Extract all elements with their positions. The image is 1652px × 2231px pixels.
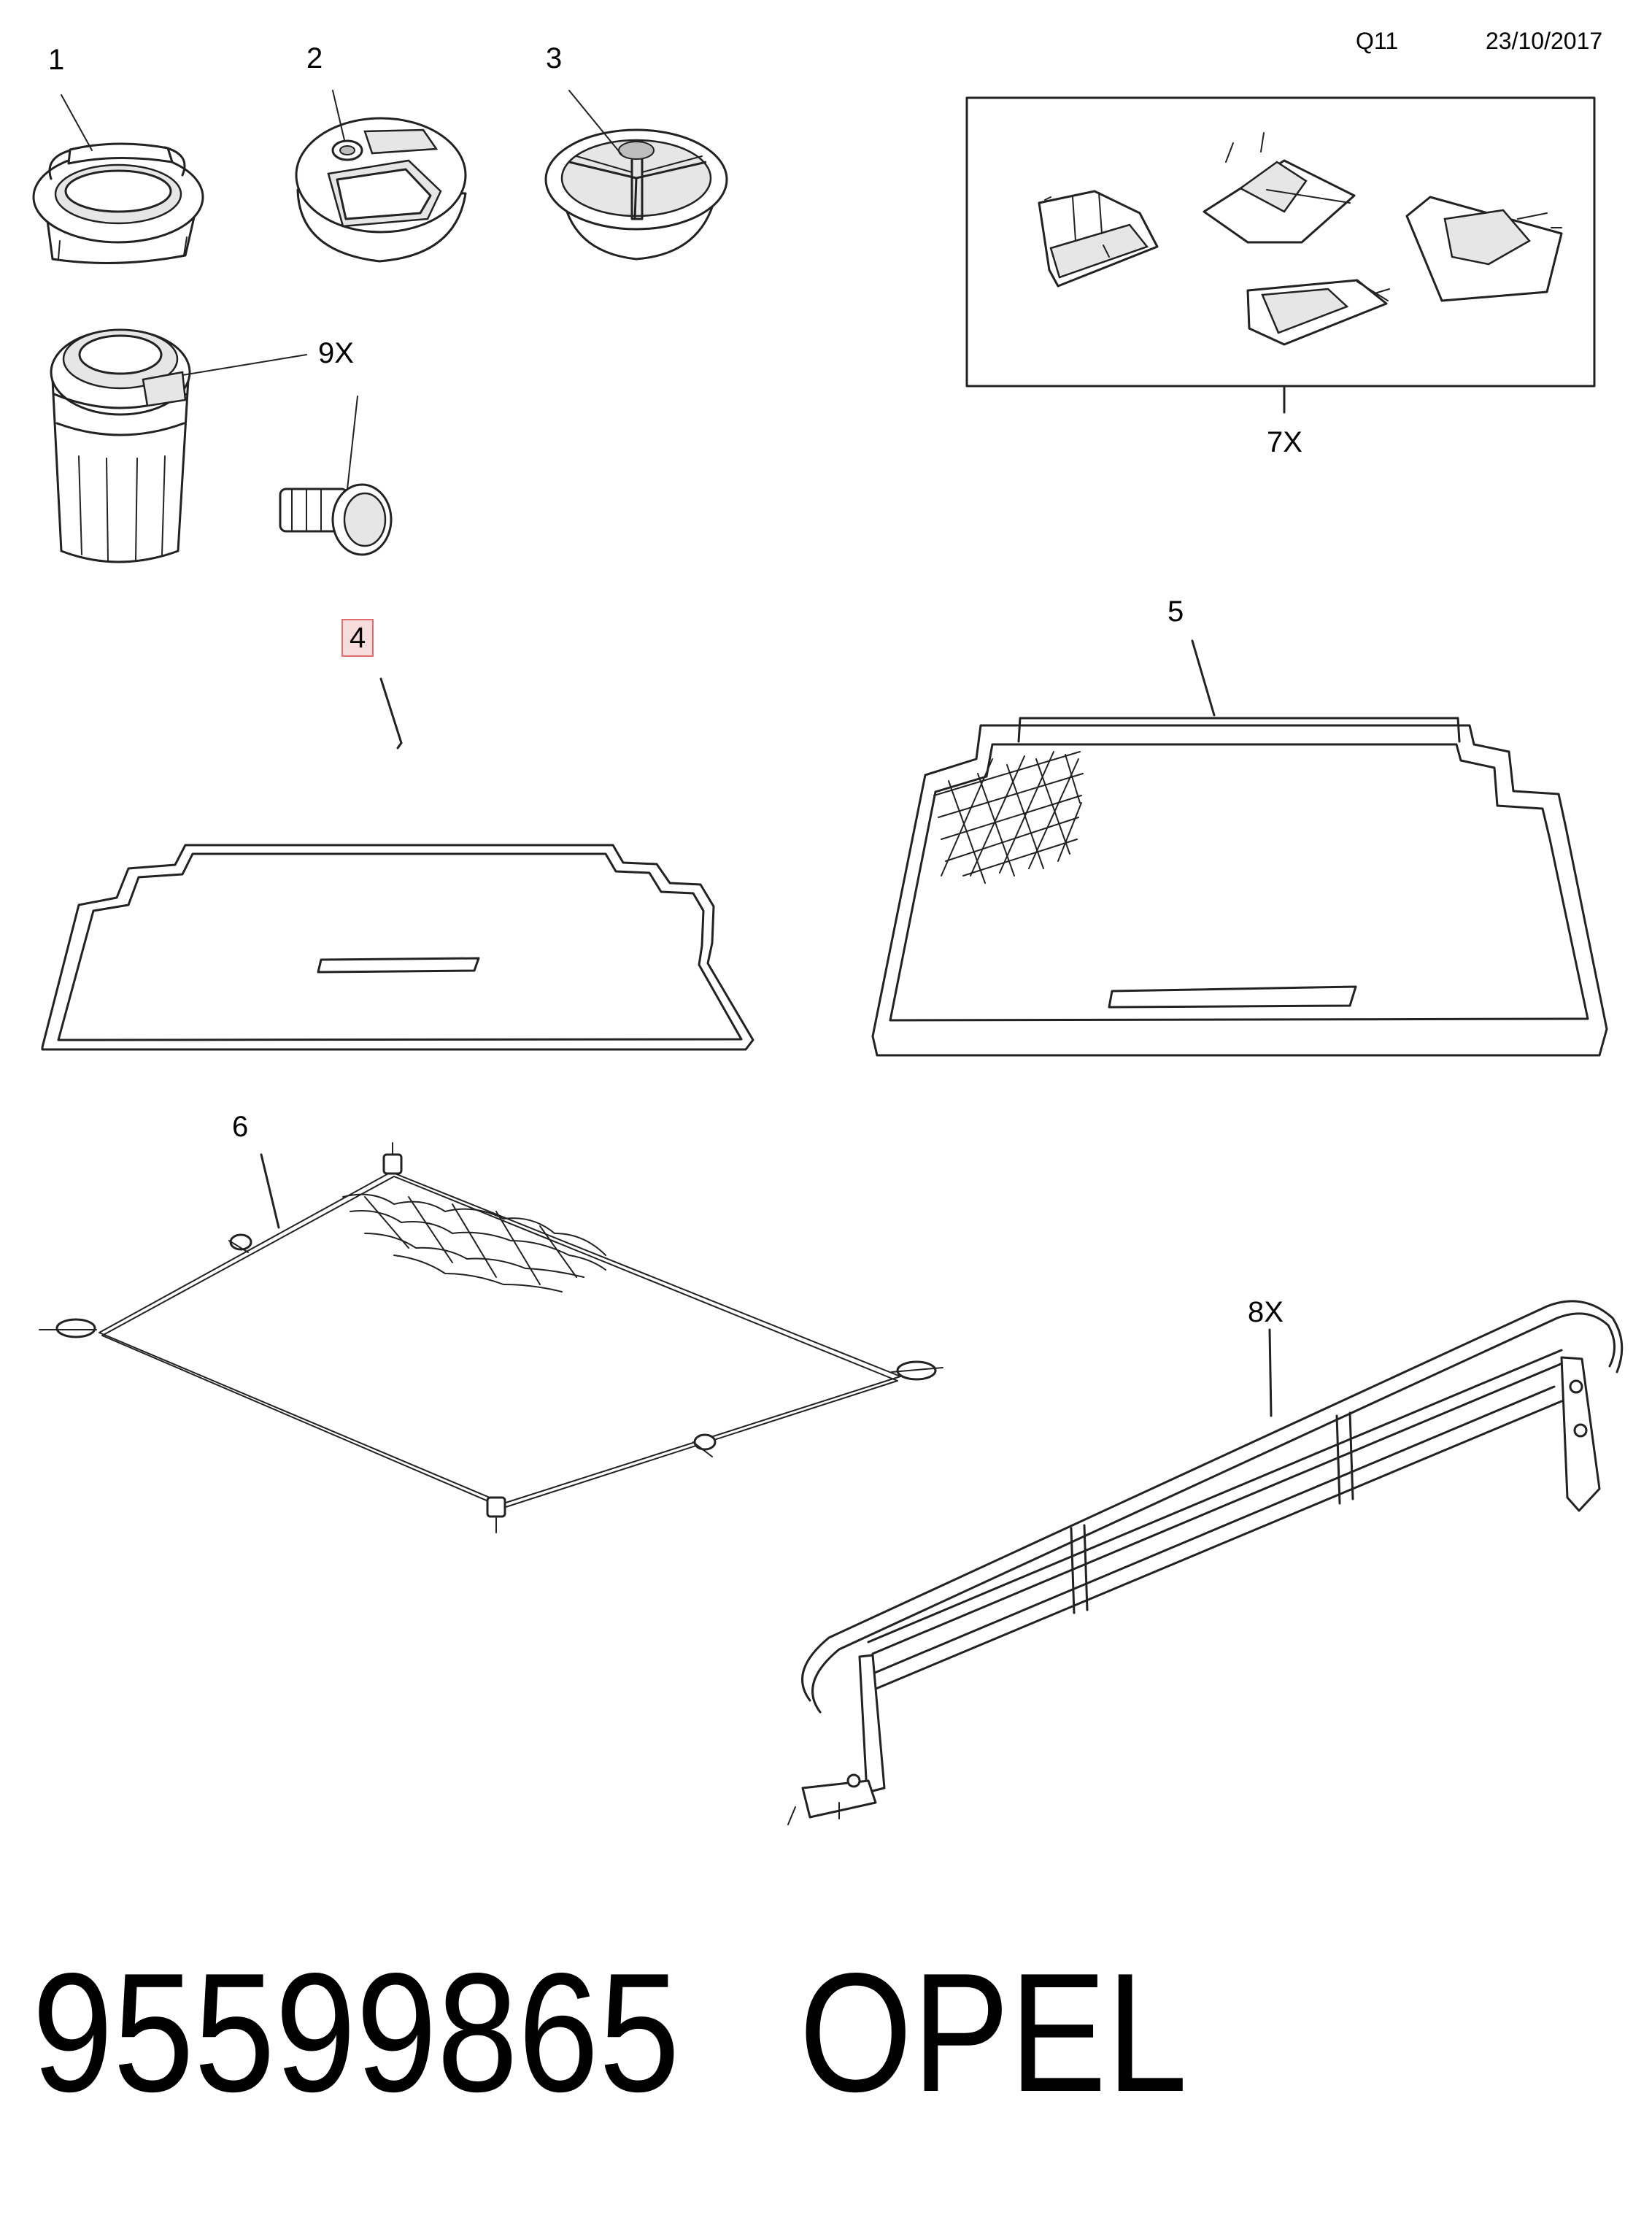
- divided-coin-holder-icon: [544, 90, 728, 261]
- callout-1[interactable]: 1: [48, 44, 65, 76]
- cup-holder-ring-icon: [32, 94, 204, 264]
- trunk-floor-mat-icon: [41, 677, 754, 1051]
- ashtray-cup-and-plug-icon: [50, 328, 393, 563]
- callout-3[interactable]: 3: [546, 42, 563, 74]
- part-number: 95599865: [32, 1938, 680, 2127]
- ashtray-lid-icon: [295, 90, 467, 263]
- callout-2[interactable]: 2: [306, 42, 323, 74]
- callout-7x[interactable]: 7X: [1267, 426, 1302, 458]
- drawing-code: Q11: [1356, 28, 1399, 54]
- dog-guard-rail-icon: [787, 1300, 1624, 1825]
- trunk-tray-with-net-icon: [871, 639, 1608, 1057]
- mounting-brackets-icon: [965, 96, 1596, 414]
- callout-6[interactable]: 6: [232, 1111, 249, 1143]
- callout-4-selected[interactable]: 4: [341, 619, 374, 657]
- drawing-date: 23/10/2017: [1486, 28, 1603, 54]
- callout-5[interactable]: 5: [1167, 596, 1184, 628]
- callout-9x[interactable]: 9X: [318, 337, 354, 369]
- callout-8x[interactable]: 8X: [1248, 1296, 1284, 1328]
- cargo-net-icon: [39, 1142, 943, 1533]
- brand-name: OPEL: [799, 1938, 1188, 2127]
